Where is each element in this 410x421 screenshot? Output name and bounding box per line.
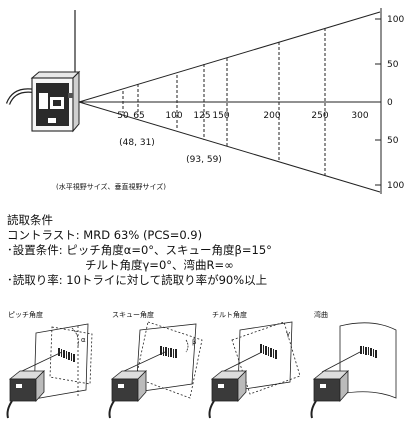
skew-sensor-icon: [108, 370, 147, 419]
tilt-barcode: [260, 344, 277, 359]
beta-symbol: β: [192, 338, 196, 346]
tilt-sensor-icon: [208, 370, 247, 419]
installation-condition: ･設置条件: ピッチ角度α=0°、スキュー角度β=15°: [7, 243, 272, 257]
conditions-heading: 読取条件: [7, 213, 53, 227]
distance-tick-label: 65: [133, 111, 144, 121]
pitch-barcode: [58, 348, 75, 362]
distance-markers: [122, 28, 326, 176]
gamma-symbol: γ: [286, 330, 290, 338]
fov-caption: (水平視野サイズ、垂直視野サイズ): [56, 182, 166, 191]
skew-barcode: [160, 346, 177, 358]
alpha-symbol: α: [81, 336, 86, 344]
curvature-figure: [321, 322, 397, 399]
tilt-angle-label: チルト角度: [212, 310, 247, 319]
code-reader-sensor-icon: [30, 70, 81, 133]
contrast-condition: コントラスト: MRD 63% (PCS=0.9): [7, 228, 203, 242]
curvature-label: 湾曲: [314, 310, 328, 319]
distance-tick-label: 50: [117, 111, 129, 121]
distance-tick-label: 200: [263, 111, 280, 121]
curvature-sensor-icon: [310, 370, 349, 419]
curvature-barcode: [360, 346, 377, 358]
fov-upper-boundary: [78, 11, 381, 103]
installation-condition-continued: チルト角度γ=0°、湾曲R=∞: [85, 258, 234, 272]
distance-tick-label: 150: [212, 111, 229, 121]
field-size-annotation: (93, 59): [186, 155, 222, 165]
pitch-angle-label: ピッチ角度: [8, 310, 43, 319]
fov-lower-boundary: [78, 101, 381, 193]
distance-tick-label: 125: [193, 111, 210, 121]
pitch-sensor-icon: [6, 370, 45, 419]
read-rate-condition: ･読取り率: 10トライに対して読取り率が90%以上: [7, 273, 268, 287]
distance-tick-label: 100: [165, 111, 182, 121]
tilt-angle-figure: [221, 321, 301, 395]
skew-angle-label: スキュー角度: [112, 310, 154, 319]
y-tick-label: 0: [387, 98, 393, 108]
y-tick-label: 100: [387, 181, 404, 191]
distance-tick-label: 250: [311, 111, 328, 121]
y-tick-label: 100: [387, 15, 404, 25]
field-size-annotation: (48, 31): [119, 138, 155, 148]
y-tick-label: 50: [387, 60, 399, 70]
distance-tick-label: 300: [351, 111, 368, 121]
y-tick-label: 50: [387, 136, 399, 146]
